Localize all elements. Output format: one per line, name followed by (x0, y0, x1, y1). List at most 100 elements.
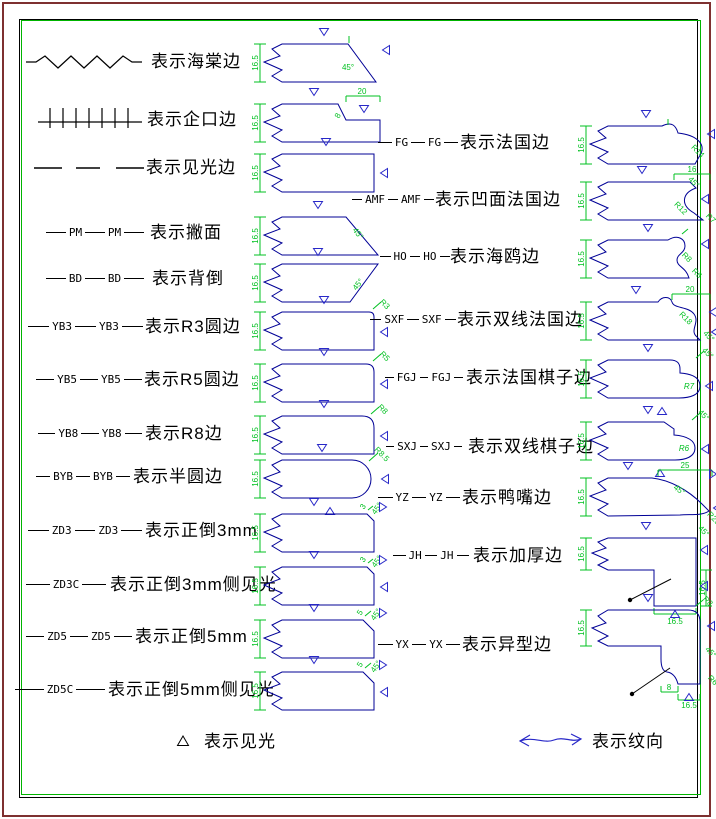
symbol-line (445, 644, 460, 645)
edge-code: BYB (93, 470, 113, 483)
sight-mark-icon (700, 193, 709, 205)
dimension-text: 16.5 (577, 193, 586, 209)
dimension-text: 16.5 (251, 323, 260, 339)
symbol-line (36, 476, 51, 477)
sight-mark-icon (656, 406, 668, 415)
dimension-text: 3 (358, 502, 368, 511)
symbol-line (411, 497, 427, 498)
symbol-line (124, 232, 144, 233)
symbol-line (380, 256, 391, 257)
sight-mark-icon (683, 692, 695, 701)
symbol-line (121, 530, 142, 531)
symbol-line (46, 232, 66, 233)
symbol-line (15, 689, 44, 690)
grain-arrow-line (519, 738, 582, 742)
dimension-text: 16 (688, 165, 697, 174)
profile-haitang: 16.5 45° (251, 28, 390, 83)
sight-note-label: 表示见光 (204, 732, 276, 751)
sight-mark-icon (700, 443, 709, 455)
dimension-lines (580, 599, 704, 701)
edge-code: YX (395, 638, 409, 651)
sight-mark-icon (710, 328, 716, 336)
dimension-text: 8 (667, 683, 672, 692)
dimension-text: 45° (351, 226, 366, 241)
symbol-line (419, 446, 429, 447)
edge-code: PM (107, 226, 122, 239)
dimension-text: 45° (703, 645, 716, 660)
profile-byb: 16.5R8.5 (251, 444, 391, 515)
sight-mark-icon (308, 498, 320, 507)
edge-code: YB3 (52, 320, 72, 333)
symbol-line (387, 199, 399, 200)
edge-label-fg: 表示法国边 (460, 133, 550, 152)
dimension-text: 16.5 (251, 115, 260, 131)
profile-outline (262, 153, 375, 193)
dimension-text: 45° (342, 63, 354, 72)
dimension-text: 16.5 (251, 578, 260, 594)
dimension-text: 8 (333, 111, 343, 120)
edge-code: ZD5C (46, 683, 74, 696)
profile-outline (590, 609, 701, 685)
edge-code: PM (68, 226, 83, 239)
line-symbol-piemian: PM PM (46, 226, 144, 239)
edge-label-yb5: 表示R5圆边 (144, 370, 240, 389)
edge-code: BD (107, 272, 122, 285)
edge-label-sxj: 表示双线棋子边 (468, 437, 594, 456)
dimension-text: R5 (378, 349, 392, 363)
symbol-line (444, 319, 457, 320)
edge-label-qikou: 表示企口边 (147, 110, 237, 129)
symbol-line (79, 379, 99, 380)
edge-label-yz: 表示鸭嘴边 (462, 488, 552, 507)
grain-direction-arrow-icon (518, 733, 583, 747)
dimension-text: R7 (704, 211, 716, 225)
edge-code: ZD3C (52, 578, 80, 591)
dimension-text: 16.5 (681, 701, 697, 710)
dimension-lines (254, 452, 379, 499)
symbol-line (411, 142, 425, 143)
symbol-line (28, 326, 50, 327)
edge-label-sxf: 表示双线法国边 (457, 310, 583, 329)
sight-mark-icon (379, 659, 388, 671)
edge-label-haitang: 表示海棠边 (151, 52, 241, 71)
edge-label-amf: 表示凹面法国边 (435, 190, 561, 209)
symbol-line (74, 530, 96, 531)
edge-label-zd5c: 表示正倒5mm侧见光 (108, 680, 275, 699)
sight-mark-icon (708, 307, 716, 317)
edge-code: FG (394, 136, 409, 149)
dimension-lines (254, 353, 382, 403)
symbol-line (378, 142, 392, 143)
dimension-text: 25 (681, 461, 690, 470)
sight-mark-icon (318, 28, 330, 37)
edge-code: FGJ (431, 371, 452, 384)
line-symbol-qikou (38, 108, 142, 128)
grain-note-label: 表示纹向 (592, 732, 664, 751)
edge-label-beidao: 表示背倒 (152, 269, 224, 288)
dimension-text: 16.5 (251, 55, 260, 71)
sight-mark-icon (640, 110, 652, 119)
profile-yb8: 16.5R8 (251, 400, 390, 455)
edge-code: YB3 (99, 320, 119, 333)
sight-mark-icon (636, 166, 648, 175)
sight-mark-icon (379, 326, 388, 338)
symbol-line (386, 446, 395, 447)
sight-triangle-shape (176, 735, 190, 746)
symbol-line (444, 142, 458, 143)
edge-label-jianguang-bian: 表示见光边 (146, 158, 236, 177)
sight-mark-icon (669, 609, 681, 618)
symbol-line (115, 476, 130, 477)
edge-code: AMF (401, 193, 421, 206)
sight-mark-icon (379, 501, 388, 513)
line-symbol-haitang (26, 55, 142, 69)
symbol-line (85, 232, 105, 233)
